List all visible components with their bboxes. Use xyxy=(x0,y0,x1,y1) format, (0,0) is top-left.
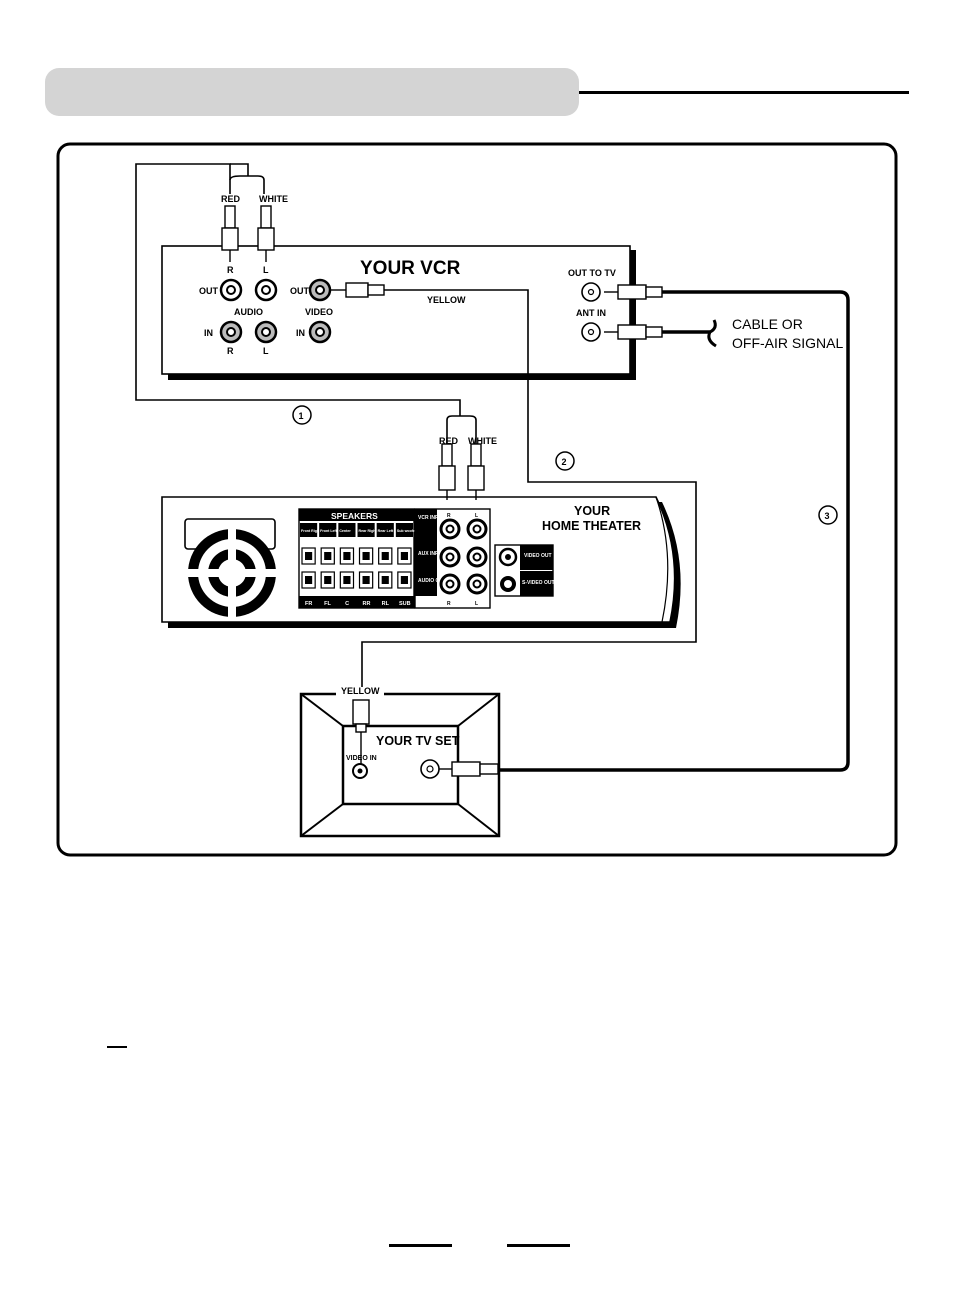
ht-cable-white-label: WHITE xyxy=(468,436,497,446)
vcr-audio-out-label: OUT xyxy=(199,286,219,296)
cable-1-fork-top xyxy=(229,163,265,194)
step-3-marker: 3 xyxy=(818,505,838,525)
speaker-footer-label: FR xyxy=(305,601,312,607)
cable-3-rf xyxy=(500,290,850,772)
vcr-video-out-label: OUT xyxy=(290,286,310,296)
vcr-input-label: VCR INPUT xyxy=(418,515,445,521)
vcr-out-to-tv-label: OUT TO TV xyxy=(568,268,616,278)
vcr-video-in-label: IN xyxy=(296,328,305,338)
col-r-label: R xyxy=(447,513,451,519)
video-out-label: VIDEO OUT xyxy=(524,553,552,559)
ht-red-plug xyxy=(438,443,456,500)
svg-text:2: 2 xyxy=(562,457,567,467)
speaker-header-label: Front Left xyxy=(320,529,338,533)
speaker-footer-label: C xyxy=(345,601,349,607)
section-title-bar xyxy=(45,68,579,116)
speaker-header-label: Rear Right xyxy=(359,529,378,533)
section-title-rule xyxy=(579,91,909,94)
vcr-ant-in-label: ANT IN xyxy=(576,308,606,318)
vcr-r-label: R xyxy=(227,265,234,275)
speaker-footer-label: FL xyxy=(324,601,331,607)
vcr-audio-in-label: IN xyxy=(204,328,213,338)
fan-vent xyxy=(184,518,278,619)
signal-cable-wave xyxy=(707,319,717,348)
tv-title: YOUR TV SET xyxy=(376,734,460,748)
tv-yellow-label: YELLOW xyxy=(341,686,380,696)
col-l2-label: L xyxy=(475,601,478,607)
speaker-footer-label: RL xyxy=(382,601,390,607)
ht-cable-red-label: RED xyxy=(439,436,459,446)
vcr-audio-label: AUDIO xyxy=(234,307,263,317)
speaker-header-label: Sub woofer xyxy=(397,529,417,533)
cable-2-video xyxy=(361,289,697,700)
vcr-yellow-plug xyxy=(331,282,385,298)
home-theater-line2: HOME THEATER xyxy=(542,519,641,533)
col-l-label: L xyxy=(475,513,478,519)
audio-jack-block: VCR INPUT AUX INPUT AUDIO OUT R L R L xyxy=(414,508,491,609)
audio-out-label: AUDIO OUT xyxy=(418,578,446,584)
speaker-footer-label: SUB xyxy=(399,601,411,607)
cable-1-audio xyxy=(135,163,461,416)
svg-text:3: 3 xyxy=(825,511,830,521)
vcr-cable-white-label: WHITE xyxy=(259,194,288,204)
ht-white-plug xyxy=(467,443,485,500)
diagram-frame xyxy=(56,142,898,857)
rf-plug-ant-in xyxy=(604,324,663,340)
vcr-title: YOUR VCR xyxy=(360,258,461,279)
cable-1-fork-bottom xyxy=(446,415,477,444)
step-1-marker: 1 xyxy=(292,405,312,425)
aux-input-label: AUX INPUT xyxy=(418,551,445,557)
video-jack-block: VIDEO OUT S-VIDEO OUT xyxy=(494,544,555,597)
footnote-dash xyxy=(107,1046,127,1048)
vcr-video-label: VIDEO xyxy=(305,307,333,317)
step-2-marker: 2 xyxy=(555,451,575,471)
home-theater-line1: YOUR xyxy=(574,504,610,518)
footer-rule-right xyxy=(507,1244,570,1247)
speakers-label: SPEAKERS xyxy=(331,511,378,521)
signal-label-line2: OFF-AIR SIGNAL xyxy=(732,335,843,351)
vcr-device: YOUR VCR RED WHITE R L OUT AUDIO IN R L … xyxy=(161,194,636,380)
vcr-l2-label: L xyxy=(263,346,269,356)
vcr-r2-label: R xyxy=(227,346,234,356)
speaker-header-label: Rear Left xyxy=(378,529,394,533)
vcr-red-plug xyxy=(221,205,239,262)
vcr-l-label: L xyxy=(263,265,269,275)
speaker-header-label: Front Right xyxy=(301,529,321,533)
vcr-white-plug xyxy=(257,205,275,262)
speaker-footer-label: RR xyxy=(362,601,370,607)
tv-rf-plug xyxy=(439,761,499,777)
home-theater-device: YOUR HOME THEATER SPEAKERS Front RightFR… xyxy=(161,496,681,628)
tv-yellow-plug xyxy=(352,699,370,764)
speaker-header-label: Center xyxy=(339,529,351,533)
svideo-out-label: S-VIDEO OUT xyxy=(522,580,555,586)
signal-label-line1: CABLE OR xyxy=(732,316,803,332)
vcr-cable-red-label: RED xyxy=(221,194,241,204)
col-r2-label: R xyxy=(447,601,451,607)
tv-set: YOUR TV SET VIDEO IN xyxy=(299,692,501,838)
svg-text:1: 1 xyxy=(299,411,304,421)
vcr-yellow-label: YELLOW xyxy=(427,295,466,305)
footer-rule-left xyxy=(389,1244,452,1247)
